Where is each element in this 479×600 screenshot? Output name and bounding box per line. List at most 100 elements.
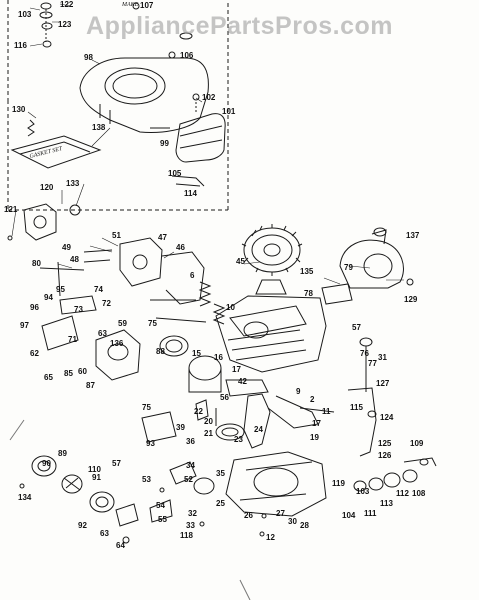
- callout-65: 65: [44, 373, 53, 382]
- callout-130: 130: [12, 105, 26, 114]
- callout-39: 39: [176, 423, 185, 432]
- callout-22: 22: [194, 407, 203, 416]
- callout-109: 109: [410, 439, 424, 448]
- callout-48: 48: [70, 255, 79, 264]
- callout-23: 23: [234, 435, 243, 444]
- screw-107-icon: [132, 2, 140, 10]
- governor-gear-icon: [169, 461, 215, 495]
- washer-stack-icon: [39, 2, 53, 48]
- fuel-pump-icon: [95, 329, 141, 381]
- callout-127: 127: [376, 379, 390, 388]
- callout-76: 76: [360, 349, 369, 358]
- callout-57b: 57: [112, 459, 121, 468]
- callout-9: 9: [296, 387, 301, 396]
- callout-98: 98: [84, 53, 93, 62]
- callout-92: 92: [78, 521, 87, 530]
- valve-spring-icon: [150, 281, 226, 325]
- washer-icon: [179, 32, 193, 40]
- callout-136: 136: [110, 339, 124, 348]
- callout-20: 20: [204, 417, 213, 426]
- muffler-icon: [175, 93, 226, 163]
- callout-11: 11: [322, 407, 331, 416]
- callout-21: 21: [204, 429, 213, 438]
- callout-126: 126: [378, 451, 392, 460]
- callout-137: 137: [406, 231, 420, 240]
- callout-63b: 63: [100, 529, 109, 538]
- callout-123: 123: [58, 20, 72, 29]
- gasket-set-text: GASKET SET: [29, 146, 63, 160]
- callout-104: 104: [342, 511, 356, 520]
- bracket-55-icon: [149, 499, 173, 523]
- oil-drain-plug-icon: [89, 491, 115, 513]
- callout-80: 80: [32, 259, 41, 268]
- paper-edge-line: [9, 419, 251, 600]
- filter-screen-icon: [61, 474, 83, 494]
- callout-89: 89: [58, 449, 67, 458]
- lifter-icon: [195, 399, 209, 421]
- callout-129: 129: [404, 295, 418, 304]
- callout-134: 134: [18, 493, 32, 502]
- callout-119: 119: [332, 479, 345, 488]
- top-section-boundary: [7, 0, 229, 211]
- callout-73: 73: [74, 305, 83, 314]
- top-fragment-text: MAKE: [121, 2, 139, 8]
- callout-60: 60: [78, 367, 87, 376]
- callout-106: 106: [180, 51, 194, 60]
- callout-125: 125: [378, 439, 392, 448]
- cylinder-block-icon: [215, 295, 327, 373]
- air-intake-88-icon: [159, 335, 189, 357]
- nut-106-icon: [168, 51, 176, 59]
- leader-line: [11, 3, 404, 285]
- connecting-rod-icon: [225, 379, 269, 397]
- callout-labels: 1221031071231161069813010210199138105114…: [4, 0, 426, 550]
- callout-17: 17: [232, 365, 241, 374]
- seal-stack-icon: [353, 457, 437, 492]
- bolt-64-icon: [122, 536, 130, 544]
- callout-59: 59: [118, 319, 127, 328]
- callout-57a: 57: [352, 323, 361, 332]
- callout-112: 112: [396, 489, 409, 498]
- callout-72: 72: [102, 299, 111, 308]
- callout-32: 32: [188, 509, 197, 518]
- callout-55: 55: [158, 515, 167, 524]
- callout-101: 101: [222, 107, 236, 116]
- callout-107: 107: [140, 1, 154, 10]
- fuel-cap-icon: [31, 455, 57, 477]
- callout-46: 46: [176, 243, 185, 252]
- callout-133: 133: [66, 179, 80, 188]
- callout-33: 33: [186, 521, 195, 530]
- callout-74: 74: [94, 285, 103, 294]
- callout-15: 15: [192, 349, 201, 358]
- dipstick-icon: [347, 337, 377, 457]
- callout-94: 94: [44, 293, 53, 302]
- callout-36: 36: [186, 437, 195, 446]
- callout-10: 10: [226, 303, 235, 312]
- engine-sump-icon: [225, 451, 327, 517]
- callout-110: 110: [88, 465, 101, 474]
- air-cleaner-icon: [23, 203, 57, 241]
- callout-138: 138: [92, 123, 106, 132]
- recoil-starter-icon: [339, 227, 404, 289]
- callout-16: 16: [214, 353, 223, 362]
- carburetor-icon: [83, 237, 205, 305]
- callout-87: 87: [86, 381, 95, 390]
- screw-12-icon: [259, 531, 265, 537]
- callout-95: 95: [56, 285, 65, 294]
- callout-53: 53: [142, 475, 151, 484]
- governor-link-80-icon: [39, 261, 85, 297]
- callout-124: 124: [380, 413, 394, 422]
- callout-113: 113: [380, 499, 393, 508]
- callout-31: 31: [378, 353, 387, 362]
- callout-90: 90: [42, 459, 51, 468]
- callout-108: 108: [412, 489, 426, 498]
- callout-45: 45: [236, 257, 245, 266]
- callout-19: 19: [310, 433, 319, 442]
- knob-133-icon: [69, 204, 81, 216]
- callout-103: 103: [18, 10, 32, 19]
- camshaft-icon: [215, 408, 245, 441]
- choke-lever-icon: [59, 295, 97, 315]
- callout-47: 47: [158, 233, 167, 242]
- screw-118-icon: [199, 521, 205, 527]
- callout-85: 85: [64, 369, 73, 378]
- callout-102: 102: [202, 93, 216, 102]
